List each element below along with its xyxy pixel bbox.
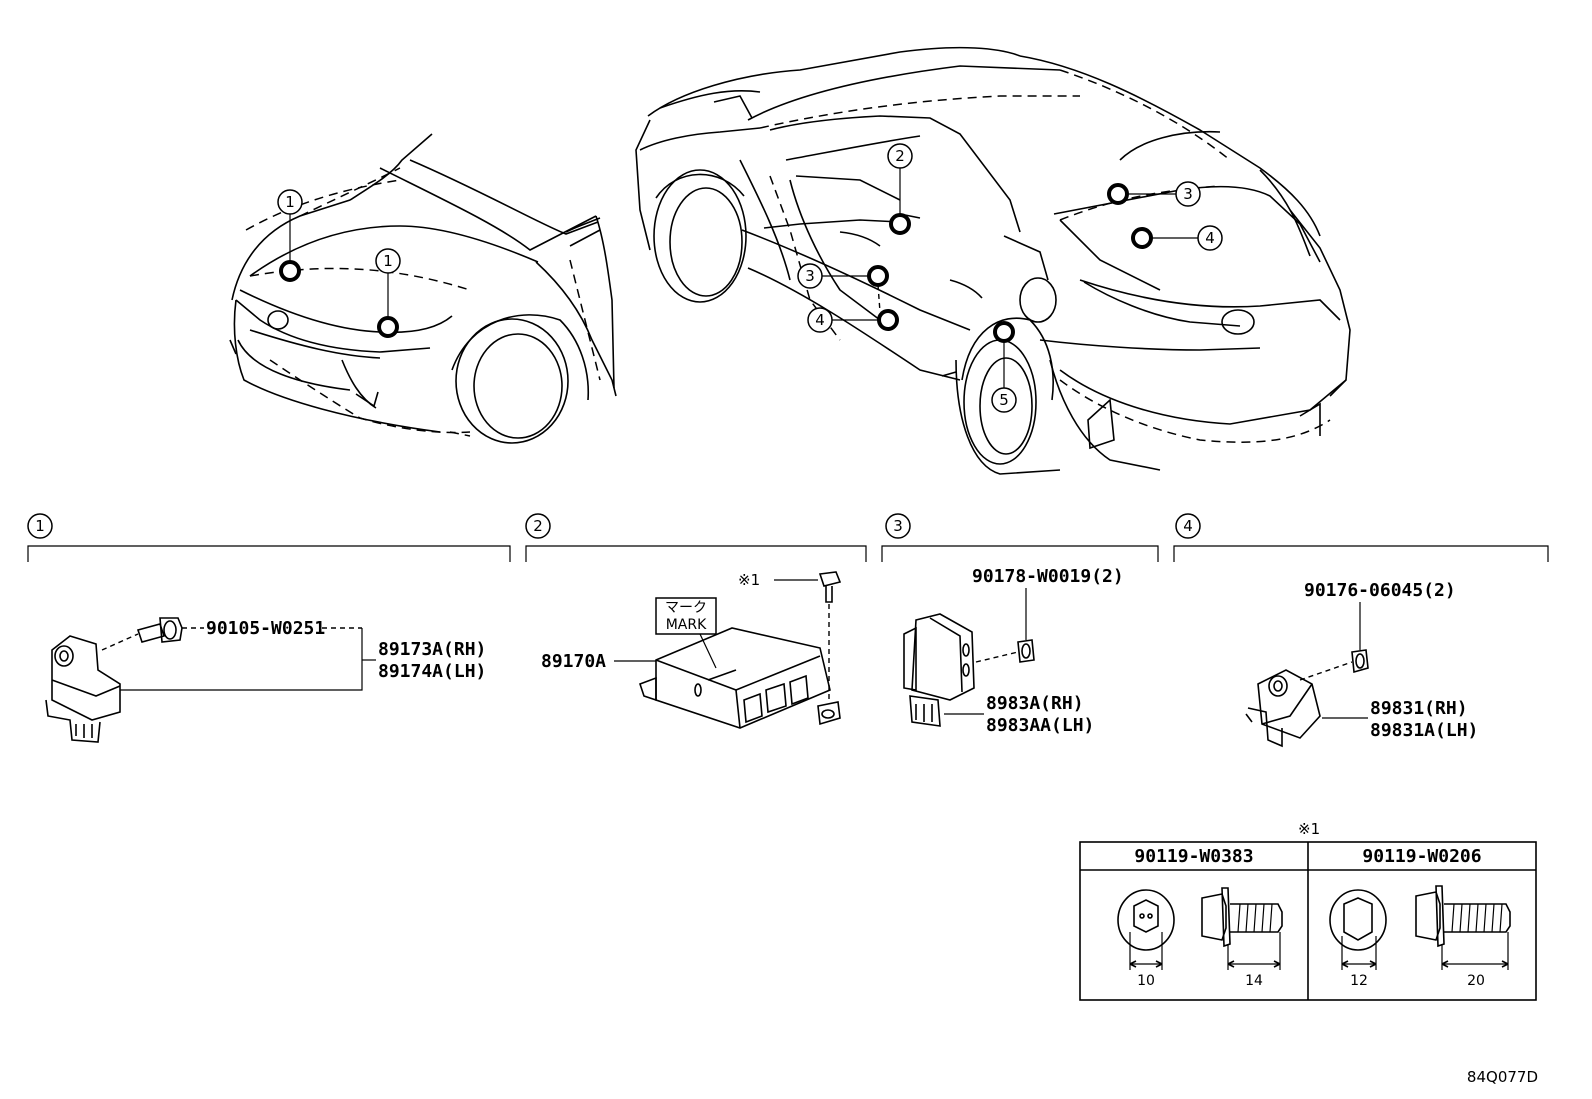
section-3-number: 3 (893, 517, 903, 535)
diagram-reference-code: 84Q077D (1467, 1068, 1538, 1086)
section-4-number: 4 (1183, 517, 1193, 535)
section-3-part-rh: 8983A(RH) (986, 693, 1084, 714)
section-3-part-lh: 8983AA(LH) (986, 715, 1094, 736)
rear-callout-2: 2 (895, 147, 905, 165)
bolt-table-col-2-part: 90119-W0206 (1362, 846, 1481, 867)
front-callout-1a: 1 (285, 193, 295, 211)
rear-car-illustration: 2 3 4 3 4 5 (635, 46, 1351, 475)
rear-callout-4-rear: 4 (1205, 229, 1215, 247)
bolt-2-length-dim: 20 (1467, 973, 1485, 989)
section-4-nut-part: 90176-06045(2) (1304, 580, 1456, 601)
rear-callout-3-door: 3 (805, 267, 815, 285)
rear-callout-3-rear: 3 (1183, 185, 1193, 203)
mark-label-jp: マーク (665, 600, 707, 616)
bolt-w0206-drawing: 12 20 (1329, 885, 1511, 989)
bolt-table-note: ※1 (1298, 820, 1320, 838)
section-1-part-rh: 89173A(RH) (378, 639, 486, 660)
section-3-nut-part: 90178-W0019(2) (972, 566, 1124, 587)
section-4-part-lh: 89831A(LH) (1370, 720, 1478, 741)
bolt-1-length-dim: 14 (1245, 973, 1263, 989)
section-headers: 1 2 3 4 (27, 513, 1549, 562)
bolt-spec-table: ※1 90119-W0383 90119-W0206 10 14 (1079, 820, 1537, 1001)
front-car-illustration: 1 1 (229, 133, 617, 444)
section-2-airbag-ecu: 89170A マーク MARK ※1 (541, 571, 842, 729)
bolt-w0383-drawing: 10 14 (1117, 887, 1283, 989)
rear-callout-5: 5 (999, 391, 1009, 409)
bolt-2-head-dim: 12 (1350, 973, 1368, 989)
section-2-ecu-part: 89170A (541, 651, 606, 672)
section-4-part-rh: 89831(RH) (1370, 698, 1468, 719)
bolt-1-head-dim: 10 (1137, 973, 1155, 989)
section-1-front-sensor: 90105-W0251 89173A(RH) 89174A(LH) (45, 617, 486, 743)
mark-label-en: MARK (666, 617, 707, 633)
section-3-side-sensor: 90178-W0019(2) 8983A(RH) 8983AA(LH) (903, 566, 1124, 736)
section-1-bolt-part: 90105-W0251 (206, 618, 325, 639)
section-2-note: ※1 (738, 571, 760, 589)
section-1-number: 1 (35, 517, 45, 535)
bolt-table-col-1-part: 90119-W0383 (1134, 846, 1253, 867)
section-4-rear-sensor: 90176-06045(2) 89831(RH) 89831A(LH) (1245, 580, 1478, 748)
section-1-part-lh: 89174A(LH) (378, 661, 486, 682)
rear-callout-4-door: 4 (815, 311, 825, 329)
front-callout-1b: 1 (383, 252, 393, 270)
section-2-number: 2 (533, 517, 543, 535)
